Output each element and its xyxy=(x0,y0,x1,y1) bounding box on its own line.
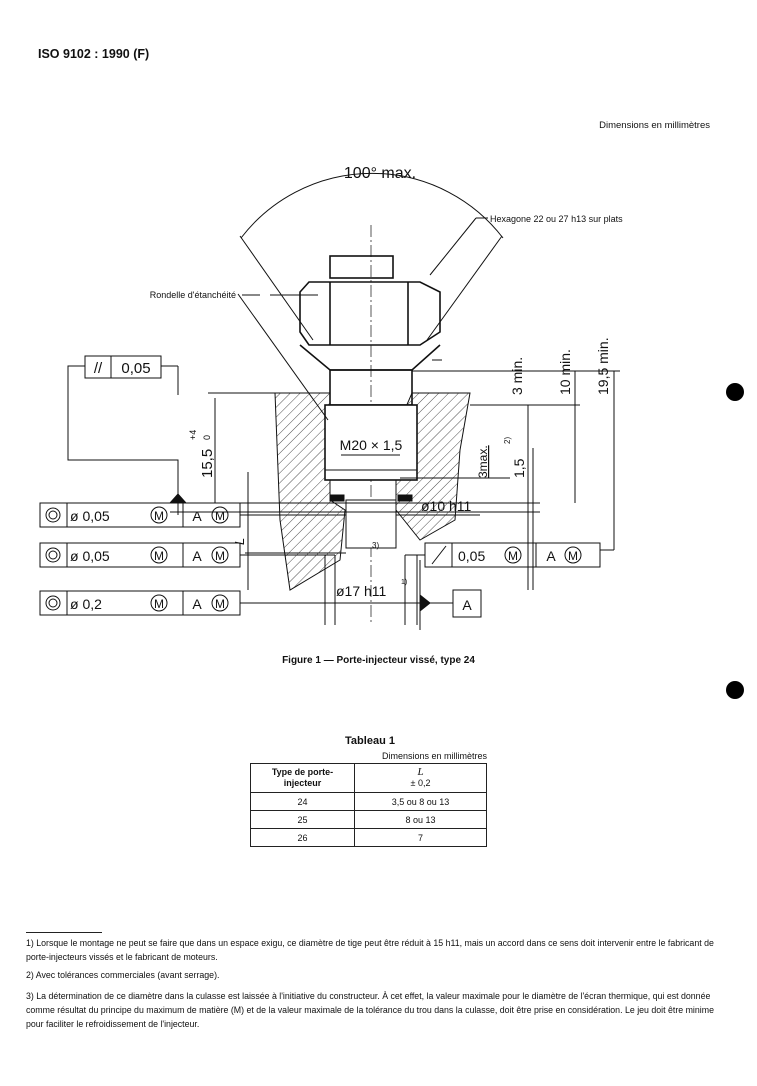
concentricity-value: ø 0,05 xyxy=(70,548,110,564)
header-type: Type de porte-injecteur xyxy=(250,763,355,793)
modifier-m: M xyxy=(154,509,164,523)
washer-label: Rondelle d'étanchéité xyxy=(150,290,236,300)
cell-type: 24 xyxy=(250,792,355,811)
thread-label: M20 × 1,5 xyxy=(340,437,403,453)
table-units-note: Dimensions en millimètres xyxy=(381,751,487,761)
footnote-3: 3) La détermination de ce diamètre dans … xyxy=(26,991,714,1029)
concentricity-frames xyxy=(39,502,420,616)
dim-l: L xyxy=(232,538,247,545)
dim-15-5-tol-lower: 0 xyxy=(202,435,212,440)
note-3: 3) xyxy=(372,541,379,550)
dim-15-5: 15,5 xyxy=(199,449,216,478)
runout-value: 0,05 xyxy=(458,548,485,564)
datum-label: A xyxy=(462,597,472,613)
footnote-rule xyxy=(26,932,102,933)
punch-hole-mark xyxy=(726,681,744,699)
modifier-m: M xyxy=(154,549,164,563)
figure-caption: Figure 1 — Porte-injecteur vissé, type 2… xyxy=(282,655,475,666)
parallelism-symbol: // xyxy=(94,360,103,377)
hex-nut xyxy=(299,255,441,371)
datum-ref: A xyxy=(192,508,202,524)
dim-10min: 10 min. xyxy=(557,349,573,395)
header-l-tolerance: ± 0,2 xyxy=(410,778,431,788)
dim-19-5min: 19,5 min. xyxy=(595,337,611,395)
dim-15-5-tol-upper: +4 xyxy=(188,430,198,440)
units-note: Dimensions en millimètres xyxy=(599,120,710,131)
dia-10: ø10 h11 xyxy=(421,498,472,514)
cell-l: 3,5 ou 8 ou 13 xyxy=(354,792,487,811)
modifier-m: M xyxy=(154,597,164,611)
cell-type: 26 xyxy=(250,828,355,847)
cell-type: 25 xyxy=(250,810,355,829)
modifier-m: M xyxy=(568,549,578,563)
datum-ref: A xyxy=(192,596,202,612)
modifier-m: M xyxy=(508,549,518,563)
footnote-1: 1) Lorsque le montage ne peut se faire q… xyxy=(26,938,714,962)
table-header-row: Type de porte-injecteur L± 0,2 xyxy=(250,763,487,793)
modifier-m: M xyxy=(215,597,225,611)
dia-17: ø17 h11 xyxy=(336,583,387,599)
parallelism-frame xyxy=(84,355,162,379)
punch-hole-mark xyxy=(726,383,744,401)
datum-box xyxy=(452,589,482,618)
technical-drawing: 100° max. Hexagone 22 ou 27 h13 sur plat… xyxy=(39,165,623,630)
datum-ref: A xyxy=(192,548,202,564)
cell-l: 7 xyxy=(354,828,487,847)
hexagon-label: Hexagone 22 ou 27 h13 sur plats xyxy=(490,214,623,224)
dim-1-5-note: 2) xyxy=(503,437,512,444)
header-l: L± 0,2 xyxy=(354,763,487,793)
angle-arc xyxy=(240,172,504,239)
footnote-2: 2) Avec tolérances commerciales (avant s… xyxy=(26,970,220,980)
dim-3max: 3max. xyxy=(476,445,490,478)
dia-17-note: 1) xyxy=(401,579,407,586)
modifier-m: M xyxy=(215,549,225,563)
cell-l: 8 ou 13 xyxy=(354,810,487,829)
concentricity-value: ø 0,05 xyxy=(70,508,110,524)
header-l-symbol: L xyxy=(417,766,424,778)
table-title: Tableau 1 xyxy=(345,735,395,747)
parallelism-value: 0,05 xyxy=(121,360,150,377)
concentricity-value: ø 0,2 xyxy=(70,596,102,612)
modifier-m: M xyxy=(215,509,225,523)
dim-1-5: 1,5 xyxy=(511,458,527,478)
datum-ref: A xyxy=(546,548,556,564)
dim-3min: 3 min. xyxy=(509,357,525,395)
standard-header: ISO 9102 : 1990 (F) xyxy=(38,47,150,61)
angle-label: 100° max. xyxy=(344,165,416,182)
